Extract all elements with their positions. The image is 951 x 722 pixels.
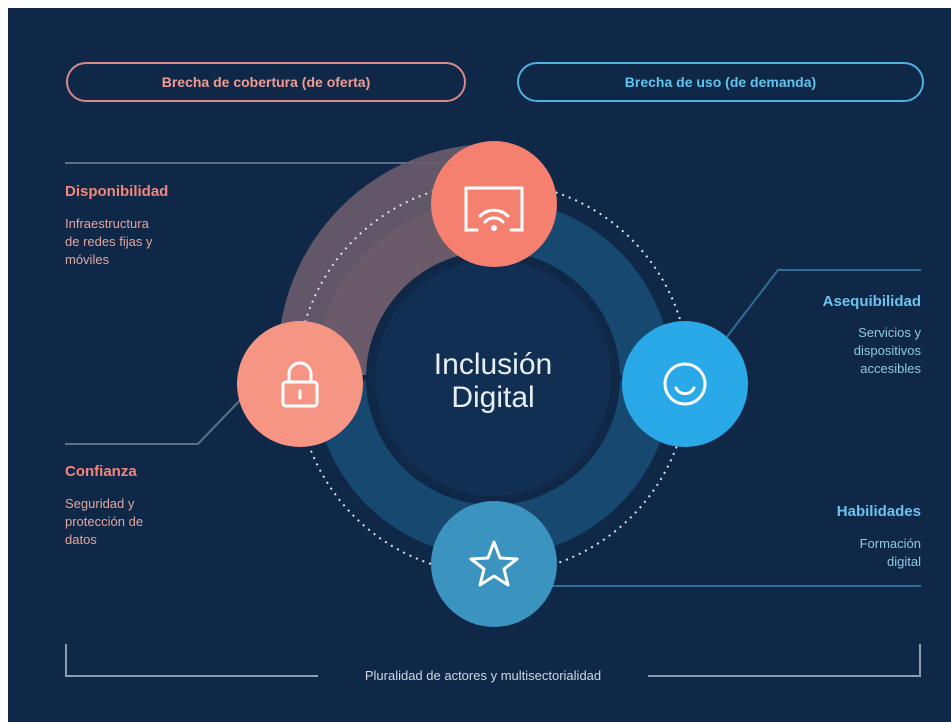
confianza-desc-line: protección de	[65, 514, 144, 529]
footer-bracket-right	[648, 644, 921, 677]
center-disc	[375, 260, 611, 496]
center-title: Inclusión Digital	[388, 348, 598, 414]
disponibilidad-desc-line: Infraestructura	[65, 216, 149, 231]
infographic-canvas: { "header": { "left_pill": "Brecha de co…	[8, 8, 951, 722]
habilidades-title: Habilidades	[836, 503, 921, 520]
footer-label: Pluralidad de actores y multisectorialid…	[364, 668, 602, 683]
wifi-screen-icon	[464, 186, 524, 232]
smile-icon	[663, 362, 707, 406]
asequibilidad-desc-line: Servicios y	[858, 325, 921, 340]
asequibilidad-desc: Servicios y dispositivos accesibles	[721, 324, 921, 378]
disponibilidad-desc-line: de redes fijas y	[65, 234, 153, 249]
confianza-title: Confianza	[65, 463, 137, 480]
disponibilidad-desc-line: móviles	[65, 252, 110, 267]
center-title-line1: Inclusión	[433, 348, 553, 381]
confianza-node	[237, 321, 363, 447]
padlock-icon	[281, 361, 319, 408]
habilidades-desc-line: digital	[887, 554, 921, 569]
footer-bracket-left	[65, 644, 318, 677]
confianza-desc: Seguridad y protección de datos	[65, 495, 143, 549]
inclusion-diagram	[65, 141, 921, 677]
disponibilidad-desc: Infraestructura de redes fijas y móviles	[65, 215, 152, 269]
habilidades-desc-line: Formación	[859, 536, 921, 551]
habilidades-desc: Formación digital	[721, 535, 921, 571]
asequibilidad-node	[622, 321, 748, 447]
confianza-desc-line: Seguridad y	[65, 496, 135, 511]
confianza-desc-line: datos	[65, 532, 97, 547]
asequibilidad-title: Asequibilidad	[822, 293, 921, 310]
disponibilidad-title: Disponibilidad	[65, 183, 169, 200]
connector-asequibilidad	[725, 269, 921, 339]
habilidades-node	[431, 501, 557, 627]
asequibilidad-desc-line: accesibles	[860, 361, 921, 376]
demand-gap-pill: Brecha de uso (de demanda)	[517, 62, 924, 102]
disponibilidad-node	[431, 141, 557, 267]
asequibilidad-desc-line: dispositivos	[853, 343, 921, 358]
connector-confianza	[65, 393, 247, 445]
supply-gap-pill: Brecha de cobertura (de oferta)	[66, 62, 466, 102]
star-icon	[469, 540, 519, 587]
center-title-line2: Digital	[451, 381, 535, 414]
